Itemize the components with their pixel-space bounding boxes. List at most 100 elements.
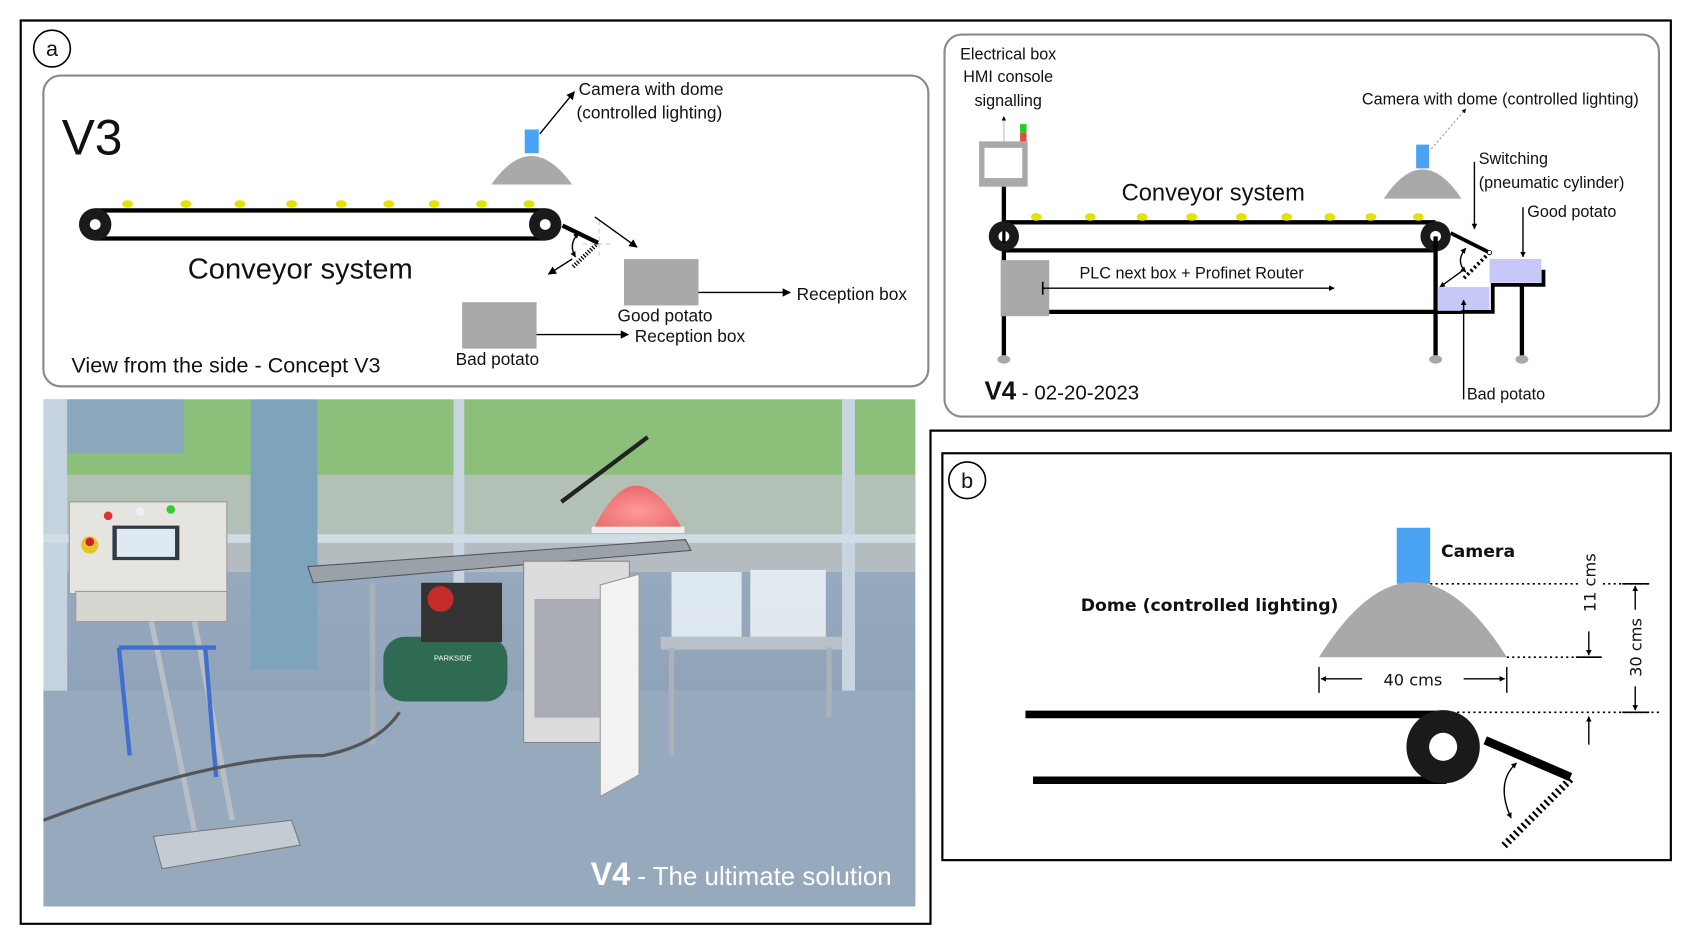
v3-good-box xyxy=(623,259,699,306)
photo-camera-arm xyxy=(560,435,650,504)
v3-caption: View from the side - Concept V3 xyxy=(71,352,380,377)
v4-signal-green xyxy=(1020,124,1027,133)
v3-camera-label-2: (controlled lighting) xyxy=(577,103,723,123)
photo-cabinet-door xyxy=(599,573,640,798)
v3-box xyxy=(42,74,930,388)
v3-good-label: Good potato xyxy=(618,306,713,326)
panel-a-badge xyxy=(32,29,72,68)
potato xyxy=(1281,213,1293,221)
b-camera-label: Camera xyxy=(1441,542,1515,562)
potato xyxy=(1324,213,1336,221)
potato xyxy=(234,200,246,208)
v4-plc-box xyxy=(1000,260,1050,317)
v4-good-label: Good potato xyxy=(1527,203,1616,221)
v3-potatoes xyxy=(122,200,535,208)
v4-switching-label-1: Switching xyxy=(1479,150,1548,168)
v3-camera xyxy=(524,129,539,154)
panel-b-badge xyxy=(948,461,987,500)
v3-flap-angle xyxy=(570,232,580,258)
v3-concept-diagram: V3 Conveyor system Camera with dome (con… xyxy=(42,74,930,388)
v4-bad-label: Bad potato xyxy=(1467,385,1545,403)
photo-sorting-table xyxy=(660,636,842,650)
potato xyxy=(1030,213,1042,221)
v4-switching-label-2: (pneumatic cylinder) xyxy=(1479,174,1625,192)
b-width-dim: 40 cms xyxy=(1384,670,1443,689)
v4-version: V4 xyxy=(984,377,1016,405)
potato xyxy=(1412,213,1424,221)
v3-conveyor-label: Conveyor system xyxy=(188,253,413,285)
v4-flap-angle xyxy=(1459,247,1467,273)
v4-flap-alt xyxy=(1462,251,1491,280)
photo-conveyor xyxy=(307,539,692,584)
b-flap-angle xyxy=(1503,762,1517,819)
v4-hmi-screen xyxy=(984,147,1023,179)
photo-caption-text: - The ultimate solution xyxy=(630,863,891,891)
photo-control-box-lower xyxy=(75,590,228,623)
panel-b-label: b xyxy=(961,468,973,493)
v4-right-foot xyxy=(1429,355,1443,364)
v4-date: - 02-20-2023 xyxy=(1016,381,1139,404)
potato xyxy=(523,200,535,208)
panel-b: b Camera Dome (controlled lighting) 40 c… xyxy=(941,452,1672,862)
v4-camera xyxy=(1416,144,1430,169)
v4-good-bin-foot xyxy=(1515,355,1529,364)
v4-flap-pivot xyxy=(1486,249,1493,256)
photo-dome-rim xyxy=(591,526,685,534)
panel-a-frame xyxy=(19,19,1672,925)
v3-bad-label: Bad potato xyxy=(456,349,539,369)
photo-red-light xyxy=(103,511,113,521)
v4-diagram: Electrical box HMI console signalling xyxy=(943,33,1661,418)
v4-box xyxy=(943,33,1661,418)
v3-flap xyxy=(561,223,600,245)
v3-bad-box xyxy=(462,302,537,349)
v4-good-bin xyxy=(1489,259,1542,283)
b-dome xyxy=(1319,582,1507,658)
photo-window-frame xyxy=(43,399,68,724)
photo-window-frame xyxy=(43,534,916,543)
potato xyxy=(476,200,487,208)
b-dome-label: Dome (controlled lighting) xyxy=(1081,596,1339,616)
v4-signal-red xyxy=(1020,132,1027,142)
v4-electrical-label-2: HMI console xyxy=(963,68,1053,86)
potato xyxy=(383,200,395,208)
v4-bad-arrow xyxy=(1439,269,1465,288)
panel-a-label: a xyxy=(46,36,58,61)
photo-building xyxy=(64,399,184,454)
potato xyxy=(1084,213,1096,221)
photo-compressor-gauge xyxy=(427,586,454,612)
photo-bin xyxy=(750,569,826,637)
v3-wheel-right-hub xyxy=(539,219,551,230)
photo-caption: V4 - The ultimate solution xyxy=(591,856,892,892)
v4-left-foot xyxy=(997,355,1011,364)
v4-photo: PARKSIDE V4 - The ultimate solution xyxy=(43,399,916,907)
v4-flap xyxy=(1449,231,1491,255)
potato xyxy=(286,200,297,208)
v4-bin-support xyxy=(1461,269,1546,314)
v3-wheel-left-hub xyxy=(89,219,101,230)
v4-conveyor-label: Conveyor system xyxy=(1122,181,1305,207)
photo-window-frame xyxy=(842,399,855,702)
photo-bin xyxy=(671,571,742,637)
photo-caption-version: V4 xyxy=(591,856,631,892)
photo-white-light xyxy=(136,507,145,516)
photo-window-frame xyxy=(453,399,465,702)
photo-stand-leg xyxy=(148,621,198,832)
v3-camera-pointer xyxy=(539,91,575,135)
potato xyxy=(1235,213,1247,221)
b-flap-alt xyxy=(1499,776,1574,850)
potato xyxy=(1136,213,1148,221)
photo-green-light xyxy=(166,505,176,514)
photo-stand-base xyxy=(152,819,301,870)
photo-compressor-brand: PARKSIDE xyxy=(434,653,472,662)
photo-cable xyxy=(43,711,401,822)
v3-reception-bad: Reception box xyxy=(635,326,746,346)
v4-electrical-label-1: Electrical box xyxy=(960,45,1056,63)
b-camera xyxy=(1396,527,1431,584)
b-flap xyxy=(1483,736,1573,782)
v3-title: V3 xyxy=(62,109,123,165)
v4-plc-label: PLC next box + Profinet Router xyxy=(1080,264,1305,282)
v4-bad-bin xyxy=(1437,287,1490,311)
v3-dome xyxy=(491,155,573,185)
panel-b-frame xyxy=(941,452,1672,862)
